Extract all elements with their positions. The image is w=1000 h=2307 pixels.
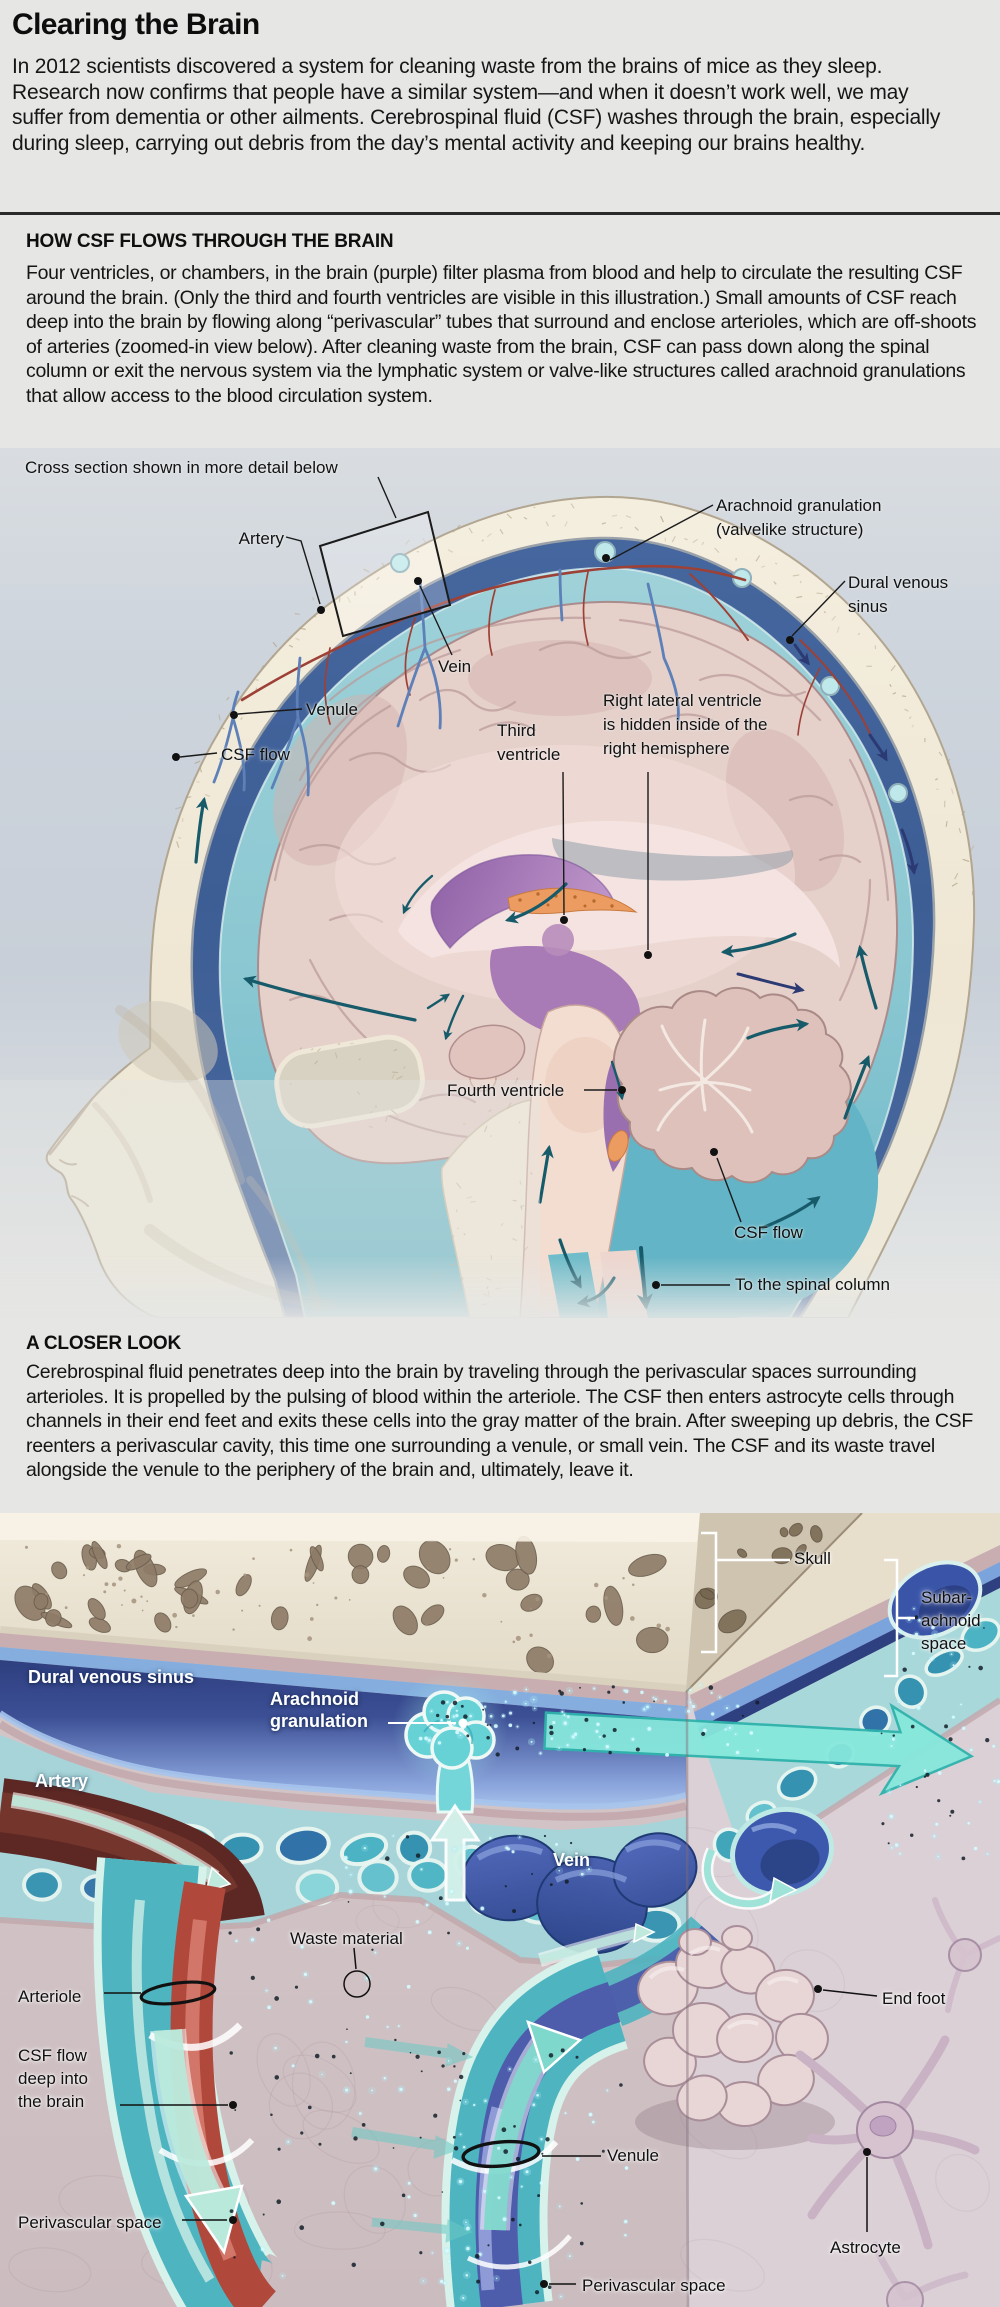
- figure2-white-annotations: [388, 1531, 915, 1724]
- csf-venule-arrowhead: [526, 2020, 583, 2075]
- csf-ribbon-artery-fill: [11, 1794, 219, 1883]
- temporal-pole: [448, 1024, 526, 1080]
- label-venule: Venule: [306, 700, 358, 719]
- label-subarachnoid-space: Subar- achnoid space: [921, 1588, 981, 1653]
- surface-veins: [212, 568, 680, 797]
- label-csf-flow-left: CSF flow: [221, 745, 290, 764]
- figure1-leader-dots: [172, 554, 794, 1289]
- section-heading-how-csf-flows: HOW CSF FLOWS THROUGH THE BRAIN: [26, 231, 394, 252]
- fourth-ventricle-choroid: [607, 1130, 629, 1162]
- label-vein-2: Vein: [553, 1850, 591, 1870]
- label-third-ventricle: Third ventricle: [497, 721, 561, 764]
- granulation-label-dot: [458, 1718, 468, 1728]
- choroid-plexus-dots: [518, 892, 614, 908]
- dura-mauve-band: [0, 1633, 686, 1706]
- sinus-lower-membrane: [0, 1710, 687, 1810]
- figure2-leader-dots: [229, 1985, 871, 2288]
- label-cross-section-note: Cross section shown in more detail below: [25, 458, 338, 477]
- skull-diagonal-right: [686, 1513, 1000, 1695]
- csf-venule-arrow-fill: [484, 2038, 554, 2231]
- dura-blue-band: [0, 1647, 686, 1720]
- cross-section-box: [318, 510, 452, 638]
- vein-bulb-highlights: [476, 1839, 682, 1883]
- intro-paragraph: In 2012 scientists discovered a system f…: [12, 55, 941, 155]
- end-foot-cluster: [637, 1925, 829, 2128]
- label-vein: Vein: [438, 657, 472, 676]
- waste-and-csf-sparkles: [228, 1606, 1000, 2302]
- frontal-sinus-cavity: [274, 1034, 425, 1129]
- cerebellum-arbor-vitae: [656, 1018, 754, 1134]
- choroid-plexus: [507, 887, 638, 915]
- label-fourth-ventricle: Fourth ventricle: [447, 1081, 565, 1100]
- cross-section-leader: [377, 476, 397, 519]
- eye-socket-shadow: [118, 1001, 218, 1083]
- csf-up-arrow: [429, 1803, 481, 1902]
- figure1-leader-lines: [179, 504, 846, 1286]
- vein-bulbs: [461, 1832, 698, 1955]
- skull-slab-top-strip: [0, 1513, 700, 1542]
- label-to-spinal-column: To the spinal column: [735, 1275, 890, 1294]
- label-dural-venous-sinus: Dural venous sinus: [848, 573, 949, 616]
- label-perivascular-space-left: Perivascular space: [18, 2213, 162, 2232]
- vein-in-diagonal-core: [918, 1585, 972, 1627]
- vein-coil-highlight: [750, 1823, 798, 1835]
- label-dural-venous-sinus-2: Dural venous sinus: [28, 1667, 195, 1687]
- label-arachnoid-granulation-2: Arachnoid granulation: [270, 1689, 368, 1731]
- label-artery: Artery: [238, 529, 284, 548]
- vein-coil-core: [760, 1839, 820, 1885]
- block-corner-edge: [685, 1691, 690, 2307]
- label-arachnoid-granulation: Arachnoid granulation (valvelike structu…: [716, 496, 882, 539]
- venous-flow-arrows: [736, 643, 919, 994]
- csf-loop-arrowhead: [769, 1876, 798, 1904]
- bottom-fade: [0, 1256, 1000, 1318]
- label-astrocyte: Astrocyte: [830, 2238, 901, 2257]
- surface-arteries: [240, 564, 873, 739]
- label-right-lateral-ventricle: Right lateral ventricle is hidden inside…: [603, 691, 768, 758]
- astrocyte-cells: [795, 1897, 1000, 2307]
- page-title: Clearing the Brain: [12, 8, 260, 41]
- label-artery-2: Artery: [35, 1771, 89, 1791]
- section-heading-closer-look: A CLOSER LOOK: [26, 1333, 182, 1354]
- label-perivascular-space-bottom: Perivascular space: [582, 2276, 726, 2295]
- subarachnoid-diagonal-right: [702, 1588, 1000, 1865]
- massa-intermedia: [542, 924, 574, 956]
- csf-ribbon-to-vein-fill: [538, 1928, 640, 1965]
- label-waste-material: Waste material: [290, 1929, 403, 1948]
- figure2-leader-lines: [104, 1947, 878, 2285]
- label-end-foot: End foot: [882, 1989, 946, 2008]
- section-divider: [0, 212, 1000, 215]
- sheath-inner-highlight: [131, 1899, 215, 2283]
- label-csf-flow-deep: CSF flow deep into the brain: [18, 2046, 88, 2111]
- arachnoid-membrane: [0, 1720, 687, 1821]
- perivascular-detail-illustration: [0, 1513, 1000, 2307]
- label-venule-2: Venule: [607, 2146, 659, 2165]
- skull-marrow-texture: [14, 1535, 670, 1674]
- csf-ribbon-to-vein-head: [633, 1922, 656, 1944]
- end-foot-highlights: [648, 1945, 799, 2030]
- label-arteriole: Arteriole: [18, 1987, 82, 2006]
- brain-cross-section-illustration: [0, 448, 1000, 1318]
- label-skull: Skull: [794, 1549, 831, 1568]
- csf-loop-ribbon-fill: [703, 1848, 780, 1908]
- slab-corner-edge: [685, 1513, 863, 1693]
- section-body-closer-look: Cerebrospinal fluid penetrates deep into…: [26, 1361, 973, 1481]
- section-body-how-csf-flows: Four ventricles, or chambers, in the bra…: [26, 262, 977, 407]
- tentorium-shadow: [552, 838, 794, 881]
- csf-down-arrow-fill: [154, 2029, 223, 2207]
- label-csf-flow-lower: CSF flow: [734, 1223, 803, 1242]
